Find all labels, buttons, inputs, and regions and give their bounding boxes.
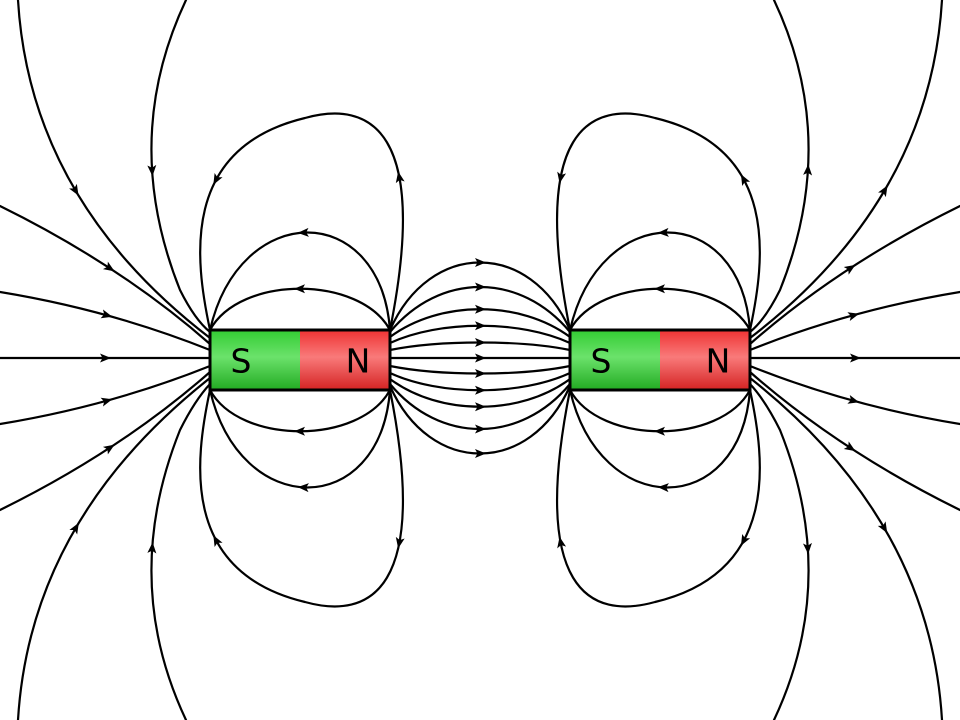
south-pole	[210, 330, 300, 390]
arrowhead	[100, 353, 111, 363]
field-line	[748, 370, 960, 512]
arrowhead	[847, 312, 860, 321]
magnet-outline	[568, 328, 752, 392]
field-line	[748, 0, 810, 334]
field-line	[748, 376, 944, 720]
arrowhead	[100, 309, 113, 319]
field-line	[0, 204, 212, 346]
field-line	[748, 204, 960, 346]
arrowhead	[475, 304, 486, 314]
magnet-outline	[208, 328, 392, 392]
field-line	[748, 382, 810, 720]
field-line	[16, 0, 212, 340]
arrowhead	[69, 522, 79, 535]
arrowhead	[147, 164, 157, 177]
field-line	[150, 0, 212, 334]
south-pole	[570, 330, 660, 390]
field-line	[208, 231, 392, 332]
arrowhead	[740, 174, 751, 187]
north-pole-label: N	[706, 342, 731, 381]
field-line	[199, 112, 404, 332]
arrowhead	[297, 227, 309, 237]
arrowhead	[740, 533, 751, 546]
arrowhead	[213, 172, 223, 185]
field-line	[0, 290, 212, 352]
arrowhead	[802, 542, 812, 555]
arrowhead	[654, 426, 665, 436]
arrowhead	[877, 521, 888, 534]
arrowhead	[475, 282, 486, 292]
north-pole-label: N	[346, 342, 371, 381]
field-line	[16, 376, 212, 720]
field-line	[0, 370, 212, 512]
north-pole	[300, 330, 390, 390]
arrowhead	[100, 397, 113, 407]
arrowhead	[850, 353, 861, 363]
field-line	[568, 388, 752, 433]
south-pole-label: S	[591, 342, 612, 381]
arrowhead	[297, 483, 309, 493]
field-line	[199, 388, 404, 608]
arrowhead	[395, 536, 405, 549]
field-line	[556, 388, 761, 608]
field-line	[568, 388, 752, 489]
arrowhead	[475, 258, 486, 267]
field-line	[208, 287, 392, 332]
arrowhead	[475, 338, 486, 347]
arrowhead	[147, 542, 157, 554]
south-pole-label: S	[231, 342, 252, 381]
arrowhead	[843, 264, 856, 275]
arrowhead	[475, 402, 486, 412]
arrowhead	[878, 185, 888, 198]
arrowhead	[657, 483, 669, 493]
arrowhead	[847, 395, 860, 404]
arrowhead	[657, 227, 669, 237]
arrowhead	[843, 441, 856, 452]
field-line	[208, 388, 392, 433]
arrowhead	[395, 171, 405, 184]
arrowhead	[803, 164, 813, 176]
field-line	[748, 0, 944, 340]
field-line	[208, 388, 392, 489]
magnet-left: S N	[208, 328, 392, 392]
field-line	[0, 364, 212, 426]
arrowhead	[475, 353, 486, 363]
arrowhead	[475, 321, 486, 331]
north-pole	[660, 330, 750, 390]
arrowhead	[213, 535, 223, 548]
arrowhead	[557, 536, 567, 549]
arrowhead	[69, 183, 79, 196]
field-line	[388, 261, 572, 332]
arrowhead	[294, 426, 305, 436]
arrowhead	[557, 171, 567, 184]
arrowhead	[654, 284, 665, 294]
field-direction-arrows	[69, 164, 888, 555]
field-line	[748, 364, 960, 426]
arrowhead	[475, 449, 486, 458]
arrowhead	[475, 424, 486, 434]
field-line	[748, 290, 960, 352]
arrowhead	[102, 444, 115, 455]
field-line	[568, 231, 752, 332]
field-line	[388, 384, 572, 455]
field-line	[556, 112, 761, 332]
field-line	[568, 287, 752, 332]
arrowhead	[475, 385, 486, 395]
field-line	[150, 382, 212, 720]
arrowhead	[475, 369, 486, 378]
magnet-right: S N	[568, 328, 752, 392]
arrowhead	[102, 261, 115, 272]
arrowhead	[294, 284, 305, 294]
